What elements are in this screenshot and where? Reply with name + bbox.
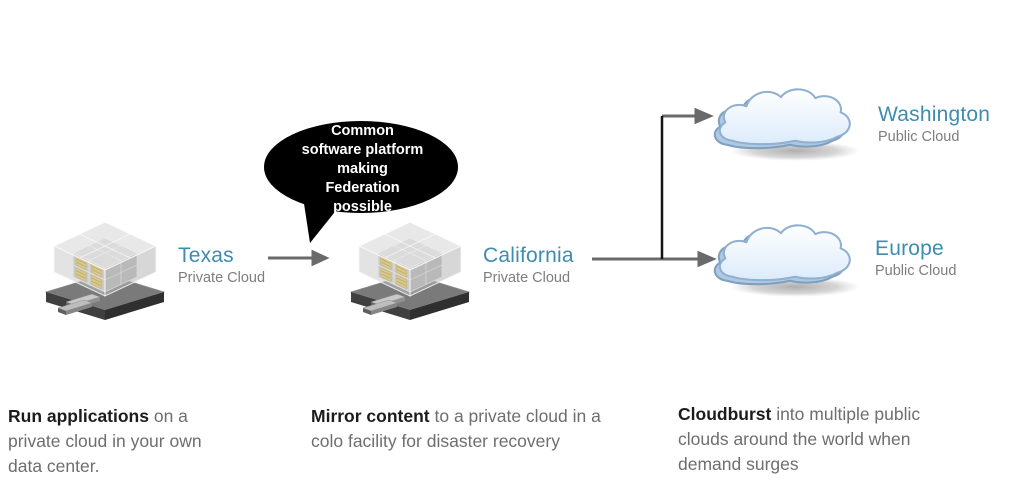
- caption-mirror-lead: Mirror content: [311, 406, 430, 426]
- texas-private-cloud-icon: [42, 214, 172, 326]
- texas-node-label: Texas Private Cloud: [178, 245, 265, 286]
- texas-node-name: Texas: [178, 244, 234, 267]
- speech-bubble: [264, 121, 458, 243]
- caption-run-applications: Run applications on a private cloud in y…: [8, 404, 220, 479]
- texas-node-type: Private Cloud: [178, 270, 266, 286]
- caption-mirror-rest: to a private cloud in a colo facility fo…: [311, 406, 601, 451]
- europe-node-type: Public Cloud: [875, 263, 957, 279]
- europe-node-label: Europe Public Cloud: [875, 238, 956, 279]
- washington-cloud-icon: [712, 82, 864, 165]
- caption-cloudburst-rest: into multiple public clouds around the w…: [678, 404, 921, 474]
- caption-run-rest: on a private cloud in your own data cent…: [8, 406, 202, 476]
- speech-bubble-text: Common software platform making Federati…: [301, 123, 424, 215]
- caption-run-lead: Run applications: [8, 406, 149, 426]
- california-node-label: California Private Cloud: [483, 245, 574, 286]
- europe-cloud-icon: [712, 218, 864, 301]
- washington-node-type: Public Cloud: [878, 129, 960, 145]
- california-node-name: California: [483, 244, 574, 267]
- caption-cloudburst-lead: Cloudburst: [678, 404, 772, 424]
- speech-bubble-tail: [303, 197, 338, 243]
- europe-node-name: Europe: [875, 237, 944, 260]
- california-node-type: Private Cloud: [483, 270, 571, 286]
- caption-cloudburst: Cloudburst into multiple public clouds a…: [678, 402, 940, 477]
- washington-node-name: Washington: [878, 103, 991, 126]
- washington-node-label: Washington Public Cloud: [878, 104, 990, 145]
- caption-mirror-content: Mirror content to a private cloud in a c…: [311, 404, 607, 454]
